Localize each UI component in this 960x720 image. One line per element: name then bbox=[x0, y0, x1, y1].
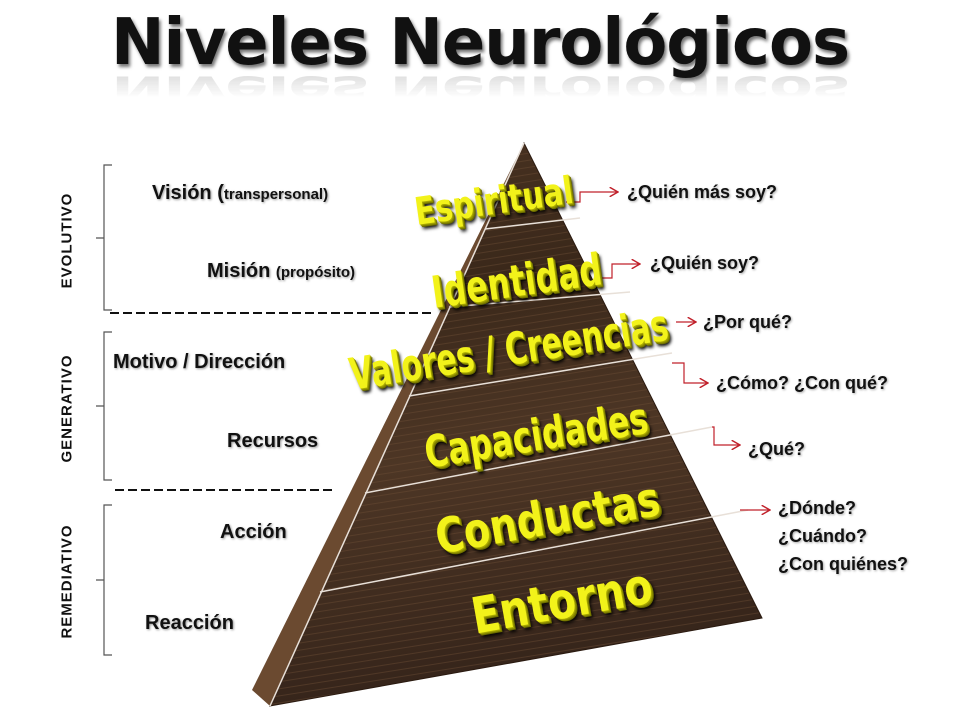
question-conductas: ¿Qué? bbox=[748, 439, 805, 459]
group-separators bbox=[110, 312, 432, 491]
question-donde: ¿Dónde? bbox=[778, 498, 856, 518]
group-generativo: GENERATIVO bbox=[58, 354, 76, 463]
label-vision: Visión (transpersonal) bbox=[152, 182, 329, 204]
question-capacidades: ¿Cómo? ¿Con qué? bbox=[716, 373, 888, 393]
question-espiritual: ¿Quién más soy? bbox=[627, 182, 778, 202]
label-accion: Acción bbox=[220, 521, 287, 543]
page-title: Niveles Neurológicos bbox=[110, 6, 850, 80]
pyramid-side-face bbox=[252, 143, 524, 706]
group-remediativo: REMEDIATIVO bbox=[58, 524, 76, 639]
label-reaccion: Reacción bbox=[145, 612, 234, 634]
question-valores: ¿Por qué? bbox=[703, 312, 792, 332]
label-motivo: Motivo / Dirección bbox=[113, 351, 286, 373]
group-evolutivo: EVOLUTIVO bbox=[58, 192, 76, 289]
question-cuando: ¿Cuándo? bbox=[778, 526, 867, 546]
question-entorno: ¿Dónde? ¿Cuándo? ¿Con quiénes? bbox=[778, 494, 908, 578]
group-brackets bbox=[96, 164, 112, 656]
label-recursos: Recursos bbox=[227, 430, 319, 452]
question-identidad: ¿Quién soy? bbox=[650, 253, 760, 273]
question-arrows bbox=[566, 192, 770, 510]
question-con-quienes: ¿Con quiénes? bbox=[778, 554, 908, 574]
label-mision: Misión (propósito) bbox=[207, 260, 356, 282]
level-dividers bbox=[269, 142, 749, 707]
